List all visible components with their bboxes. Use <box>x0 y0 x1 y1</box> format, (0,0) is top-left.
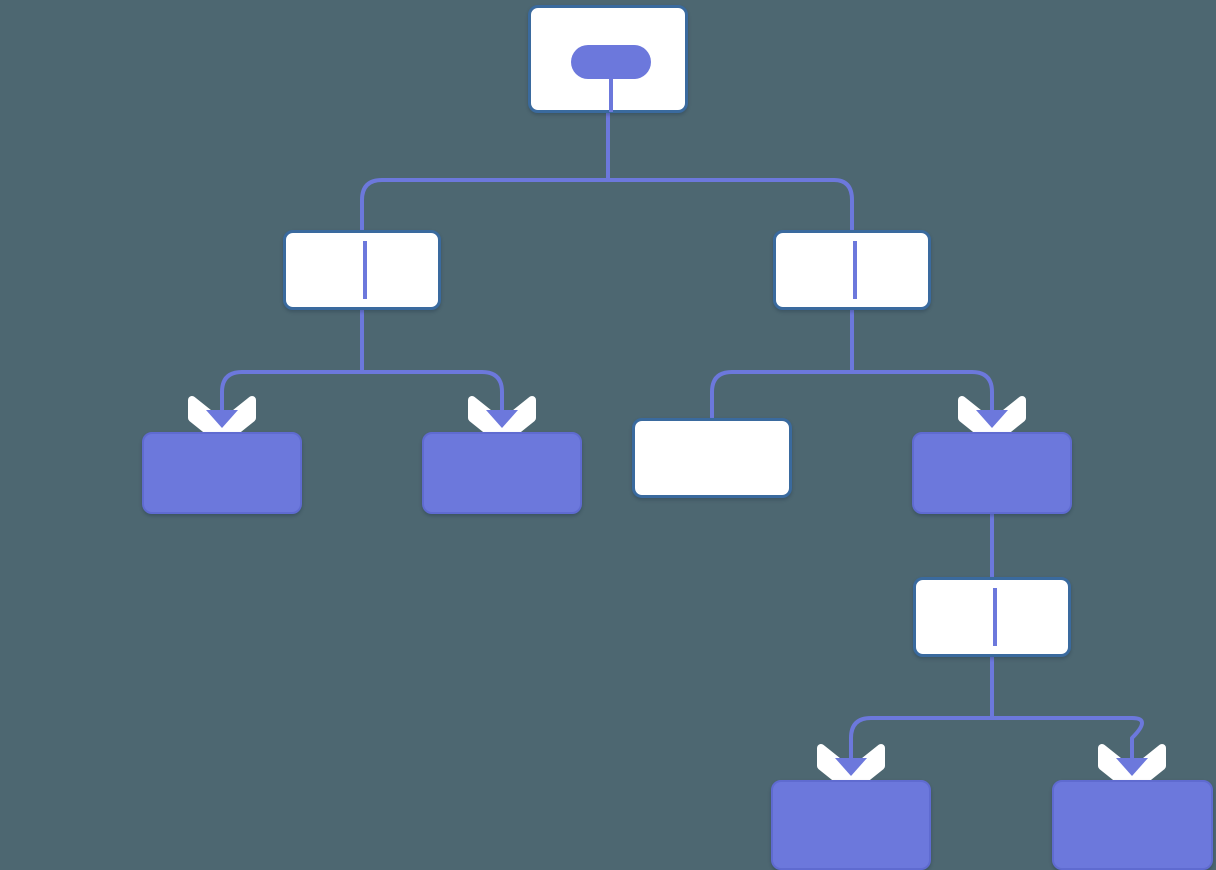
tree-node-n3[interactable] <box>773 230 931 310</box>
tree-node-n6[interactable] <box>632 418 792 498</box>
tree-node-n7[interactable] <box>912 432 1072 514</box>
root-pill-stem <box>609 79 613 112</box>
arrowhead <box>976 410 1008 428</box>
edge-root-to-n3 <box>833 178 854 230</box>
node-through-line <box>993 588 997 646</box>
arrowhead <box>1116 758 1148 776</box>
edge-root-to-n2 <box>360 178 383 230</box>
edge-n8-to-n10 <box>1130 716 1144 780</box>
tree-node-n8[interactable] <box>913 577 1071 657</box>
tree-node-n9[interactable] <box>771 780 931 870</box>
edge-n2-to-n4 <box>220 370 243 432</box>
tree-node-n4[interactable] <box>142 432 302 514</box>
tree-node-n10[interactable] <box>1052 780 1213 870</box>
edge-n2-to-n5 <box>481 370 504 432</box>
edge-n3-to-n6 <box>710 370 733 418</box>
tree-node-n1[interactable] <box>528 5 688 113</box>
node-through-line <box>853 241 857 299</box>
edge-n3-to-n7 <box>971 370 994 432</box>
edge-n8-to-n9 <box>849 716 872 780</box>
tree-node-n2[interactable] <box>283 230 441 310</box>
node-through-line <box>363 241 367 299</box>
arrowhead <box>206 410 238 428</box>
tree-node-n5[interactable] <box>422 432 582 514</box>
arrowhead <box>835 758 867 776</box>
arrowhead <box>486 410 518 428</box>
root-pill-shape <box>571 45 651 79</box>
